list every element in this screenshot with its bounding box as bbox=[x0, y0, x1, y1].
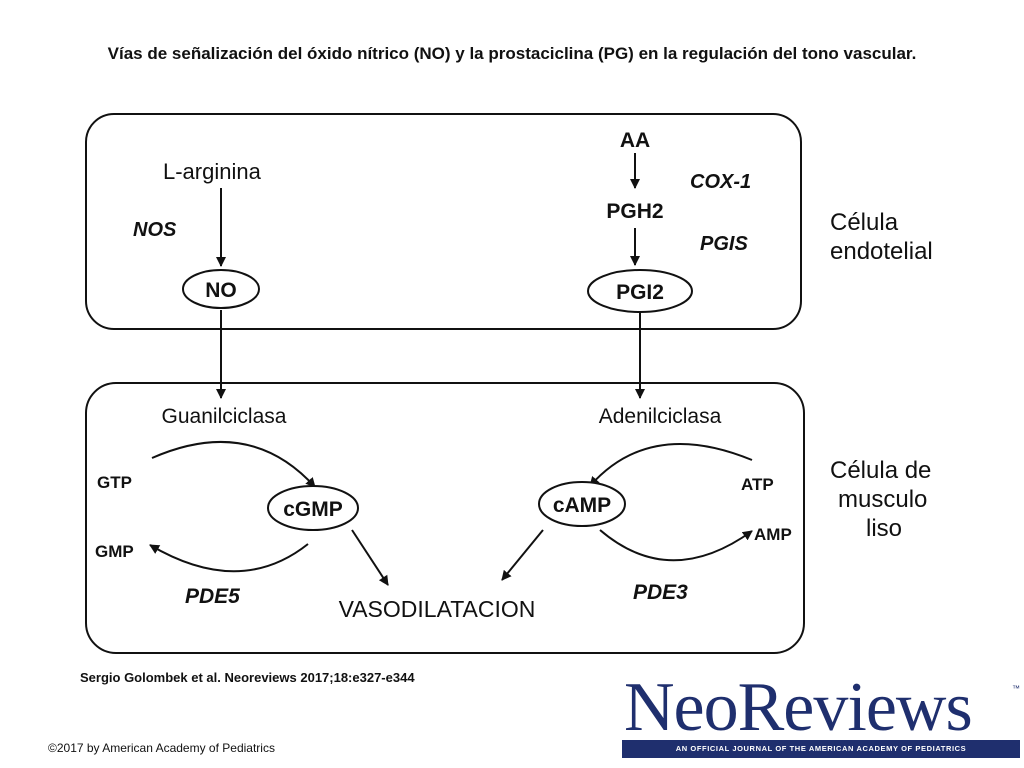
label-pgi2: PGI2 bbox=[616, 281, 664, 304]
endothelial-cell-label-2: endotelial bbox=[830, 238, 933, 265]
muscle-cell-label-1: Célula de bbox=[830, 457, 931, 484]
label-pgh2: PGH2 bbox=[606, 200, 663, 223]
label-nos: NOS bbox=[133, 219, 177, 241]
cgmp-oval bbox=[267, 485, 359, 531]
label-aa: AA bbox=[620, 129, 650, 152]
label-adenilciclasa: Adenilciclasa bbox=[599, 405, 722, 428]
arrow-cgmp-to-vasodilatacion bbox=[351, 529, 389, 586]
label-pgis: PGIS bbox=[700, 233, 748, 255]
endothelial-cell-box bbox=[85, 113, 802, 330]
label-no: NO bbox=[205, 279, 237, 302]
label-atp: ATP bbox=[741, 475, 774, 494]
label-camp: cAMP bbox=[553, 494, 611, 517]
arrow-gtp-to-cgmp bbox=[151, 440, 316, 488]
neoreviews-logo: NeoReviews ™ AN OFFICIAL JOURNAL OF THE … bbox=[622, 669, 1020, 760]
label-gtp: GTP bbox=[97, 473, 132, 492]
label-amp: AMP bbox=[754, 525, 792, 544]
smooth-muscle-cell-box bbox=[85, 382, 805, 654]
copyright: ©2017 by American Academy of Pediatrics bbox=[48, 741, 275, 755]
no-oval bbox=[182, 269, 260, 309]
arrow-camp-to-vasodilatacion bbox=[501, 529, 544, 581]
logo-tagline: AN OFFICIAL JOURNAL OF THE AMERICAN ACAD… bbox=[622, 740, 1020, 758]
citation: Sergio Golombek et al. Neoreviews 2017;1… bbox=[80, 670, 415, 685]
trademark-icon: ™ bbox=[1012, 684, 1020, 693]
arrow-atp-to-camp bbox=[589, 443, 753, 487]
muscle-cell-label-2: musculo bbox=[838, 486, 927, 513]
label-l-arginina: L-arginina bbox=[163, 159, 262, 184]
label-pde3: PDE3 bbox=[633, 581, 688, 604]
label-pde5: PDE5 bbox=[185, 585, 240, 608]
label-guanilciclasa: Guanilciclasa bbox=[162, 405, 287, 428]
logo-wordmark: NeoReviews bbox=[624, 669, 973, 746]
arrow-camp-to-amp bbox=[599, 529, 753, 562]
endothelial-cell-label-1: Célula bbox=[830, 209, 899, 236]
pgi2-oval bbox=[587, 269, 693, 313]
camp-oval bbox=[538, 481, 626, 527]
arrow-cgmp-to-gmp bbox=[149, 543, 309, 573]
muscle-cell-label-3: liso bbox=[866, 515, 902, 542]
label-cgmp: cGMP bbox=[283, 498, 343, 521]
label-gmp: GMP bbox=[95, 542, 134, 561]
label-vasodilatacion: VASODILATACION bbox=[339, 596, 536, 622]
label-cox1: COX-1 bbox=[690, 171, 751, 193]
figure-title: Vías de señalización del óxido nítrico (… bbox=[107, 44, 917, 63]
